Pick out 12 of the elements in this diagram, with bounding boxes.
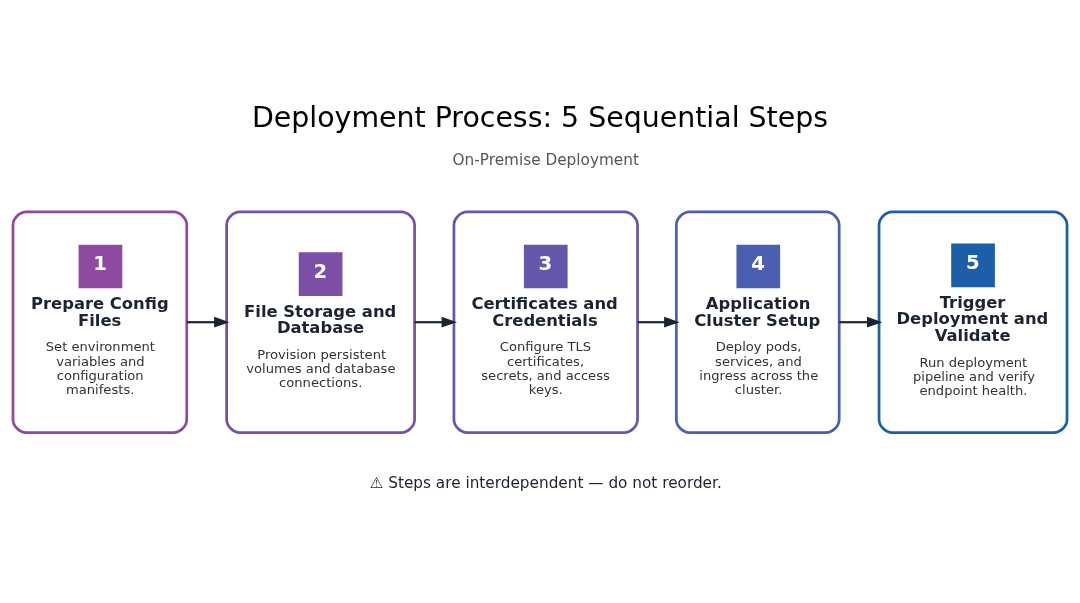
node-box: 3 Certificates and Credentials Configure TLS certificates, secrets, and access keys.	[452, 209, 639, 434]
arrow	[839, 316, 883, 328]
arrow	[414, 316, 457, 328]
arrow	[637, 316, 680, 328]
node-box: 5 Trigger Deployment and Validate Run deployment pipeline and verify endpoint health.	[877, 209, 1069, 434]
diagram-title: Deployment Process: 5 Sequential Steps	[251, 100, 829, 134]
label: On-Premise Deployment	[452, 150, 639, 169]
node-box: 4 Application Cluster Setup Deploy pods, services, and ingress across the cluster.	[674, 209, 841, 434]
node-box: 2 File Storage and Database Provision persistent volumes and database connections.	[225, 209, 416, 434]
label: ⚠ Steps are interdependent — do not reorder.	[369, 473, 722, 492]
arrow	[186, 316, 230, 328]
node-box: 1 Prepare Config Files Set environment variables and configuration manifests.	[11, 209, 189, 434]
